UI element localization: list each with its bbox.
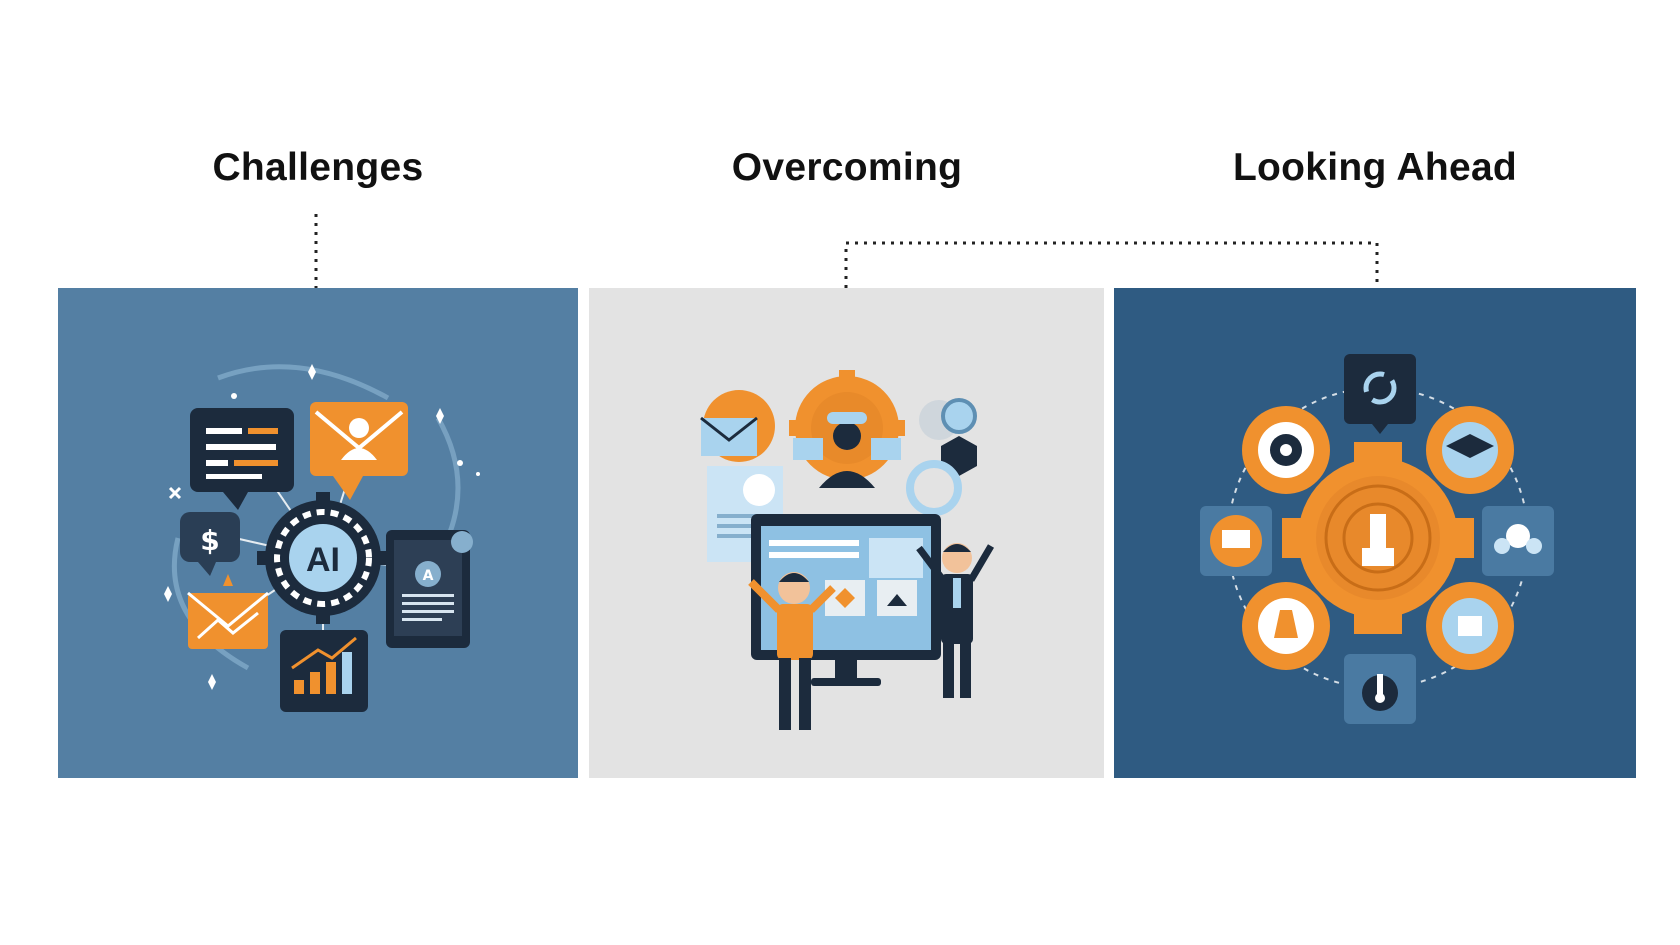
document-chat-icon <box>190 408 294 510</box>
team-icon <box>1482 506 1554 576</box>
thermometer-icon <box>1344 654 1416 724</box>
challenges-panel: $ A <box>58 288 578 778</box>
team-overcoming-illustration <box>700 370 995 730</box>
stage-title-overcoming: Overcoming <box>731 146 963 189</box>
worker-gear-icon <box>789 370 905 488</box>
sparkle-decorations <box>164 364 480 690</box>
looking-ahead-panel <box>1114 288 1636 778</box>
svg-text:A: A <box>423 568 434 584</box>
globe-gear-icon <box>1426 582 1514 670</box>
ai-gear-icon: AI <box>257 492 389 624</box>
growth-chart-icon <box>280 630 368 712</box>
dollar-chat-icon: $ <box>180 512 240 576</box>
mail-gear-icon <box>700 390 775 462</box>
connector-overcoming-ahead <box>844 241 1379 288</box>
mail-icon <box>187 574 269 649</box>
person-suit-icon <box>916 543 995 698</box>
graduation-gear-icon <box>1426 406 1514 494</box>
ai-challenges-illustration: $ A <box>164 364 480 712</box>
future-gears-illustration <box>1200 354 1554 724</box>
presentation-icon <box>1200 506 1272 576</box>
lamp-gear-icon <box>1242 582 1330 670</box>
overcoming-panel <box>589 288 1104 778</box>
cycle-icon <box>1344 354 1416 434</box>
central-gear-icon <box>1282 442 1474 634</box>
user-mail-icon <box>310 402 408 500</box>
svg-text:$: $ <box>200 524 219 557</box>
person-orange-icon <box>748 572 836 730</box>
gear-cluster-icon <box>906 398 977 516</box>
ai-badge-text: AI <box>306 541 340 579</box>
ai-document-icon: A <box>386 530 473 648</box>
stage-title-challenges: Challenges <box>212 146 424 189</box>
stage-title-looking-ahead: Looking Ahead <box>1232 146 1518 189</box>
settings-gear-icon <box>1242 406 1330 494</box>
